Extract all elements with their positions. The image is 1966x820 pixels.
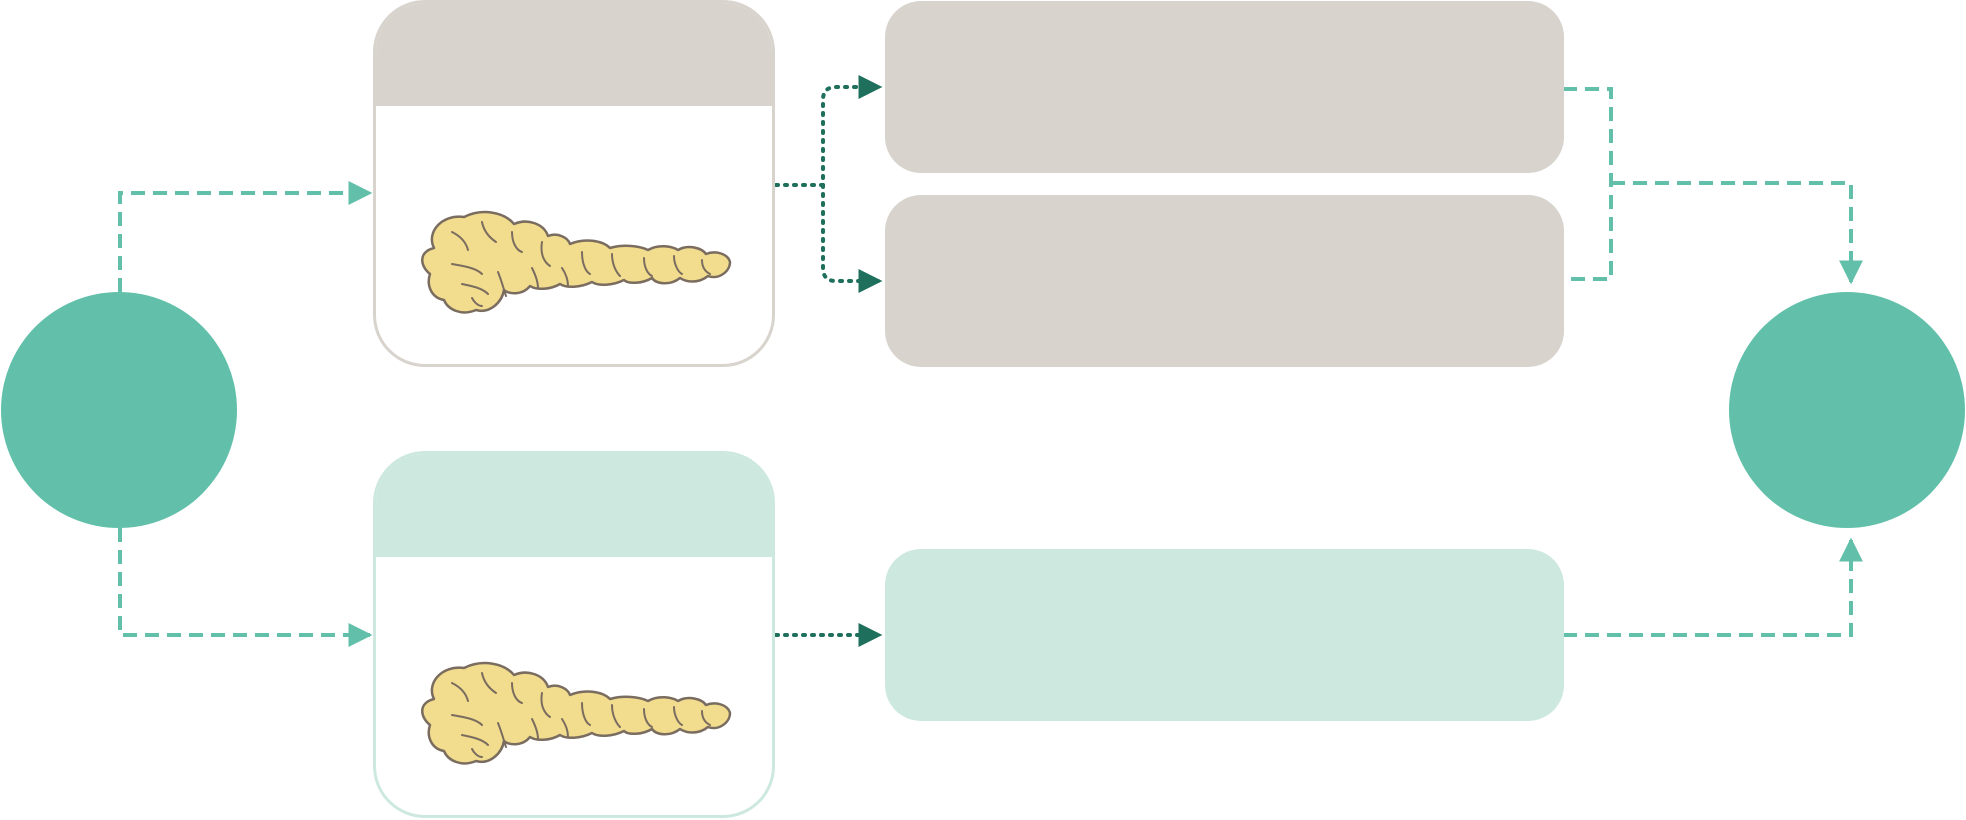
merge-line-outcome-1 [1563,87,1613,281]
panel-top [373,0,775,367]
arrow-start-to-panel-bottom [118,528,373,647]
outcome-box-2 [885,195,1564,367]
panel-bottom-body [376,557,772,815]
end-node [1729,292,1965,528]
panel-top-body [376,106,772,364]
arrow-panel-top-to-outcome-2 [821,183,883,293]
arrow-outcome-3-to-end [1563,537,1863,637]
outcome-box-3 [885,549,1564,721]
start-node [1,292,237,528]
pancreas-icon [421,661,732,765]
arrow-start-to-panel-top [118,181,373,292]
panel-bottom [373,451,775,818]
panel-bottom-header [376,454,772,557]
pancreas-icon [421,210,732,314]
outcome-box-1 [885,1,1564,173]
panel-top-header [376,3,772,106]
arrow-merge-to-end [1611,181,1863,285]
arrow-panel-top-to-outcome-1 [774,75,883,187]
